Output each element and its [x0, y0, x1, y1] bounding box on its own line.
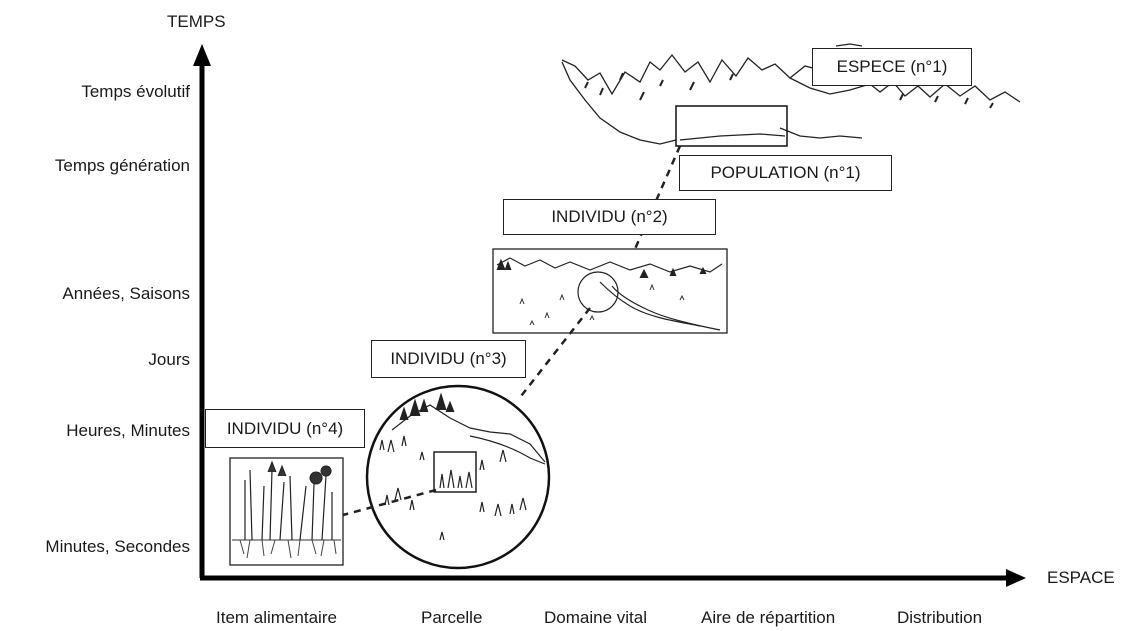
population-box: POPULATION (n°1) — [679, 155, 892, 191]
y-axis-title: TEMPS — [167, 12, 226, 31]
x-label-domaine-vital: Domaine vital — [544, 608, 647, 627]
x-label-parcelle: Parcelle — [421, 608, 483, 627]
x-label-item-alimentaire: Item alimentaire — [216, 608, 337, 627]
y-label-jours: Jours — [148, 350, 190, 369]
connector-valley-meadow — [517, 307, 591, 401]
x-label-aire-repartition: Aire de répartition — [701, 608, 836, 627]
axes — [193, 44, 1026, 587]
valley-zoom-circle — [577, 271, 619, 313]
mountain-landscape-sketch — [561, 43, 1021, 145]
y-label-temps-evolutif: Temps évolutif — [81, 82, 190, 101]
x-axis-title: ESPACE — [1047, 568, 1115, 587]
y-axis-arrowhead — [193, 44, 211, 66]
x-label-distribution: Distribution — [897, 608, 983, 627]
individu2-box: INDIVIDU (n°2) — [503, 199, 716, 235]
y-label-temps-generation: Temps génération — [54, 156, 190, 175]
connector-meadow-plants — [342, 488, 437, 517]
y-label-minutes-secondes: Minutes, Secondes — [45, 537, 190, 556]
valley-landscape-sketch — [492, 248, 728, 334]
meadow-zoom-rect — [433, 451, 477, 493]
plant-patch-sketch — [229, 457, 344, 566]
individu4-box: INDIVIDU (n°4) — [205, 409, 365, 448]
individu3-box: INDIVIDU (n°3) — [371, 340, 526, 378]
meadow-circle — [365, 384, 551, 570]
x-axis-arrowhead — [1006, 569, 1026, 587]
population-zoom-rect — [675, 105, 788, 147]
espece-box: ESPECE (n°1) — [812, 48, 972, 86]
y-label-heures-minutes: Heures, Minutes — [66, 421, 190, 440]
meadow-circle-sketch — [365, 384, 551, 570]
y-label-annees-saisons: Années, Saisons — [62, 284, 190, 303]
